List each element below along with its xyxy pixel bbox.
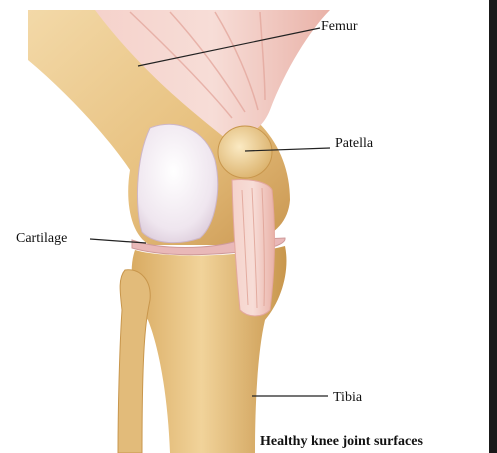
patella-label: Patella	[335, 136, 373, 152]
femoral-cartilage	[137, 124, 217, 242]
patellar-tendon	[232, 179, 274, 316]
femur-label: Femur	[321, 19, 358, 35]
cartilage-label: Cartilage	[16, 231, 67, 247]
right-border	[489, 0, 497, 453]
figure-caption: Healthy knee joint surfaces	[260, 434, 423, 450]
tibia-label: Tibia	[333, 390, 362, 406]
fibula-bone	[118, 270, 150, 453]
cartilage-leader-line	[90, 239, 146, 243]
patella-bone	[218, 126, 272, 178]
